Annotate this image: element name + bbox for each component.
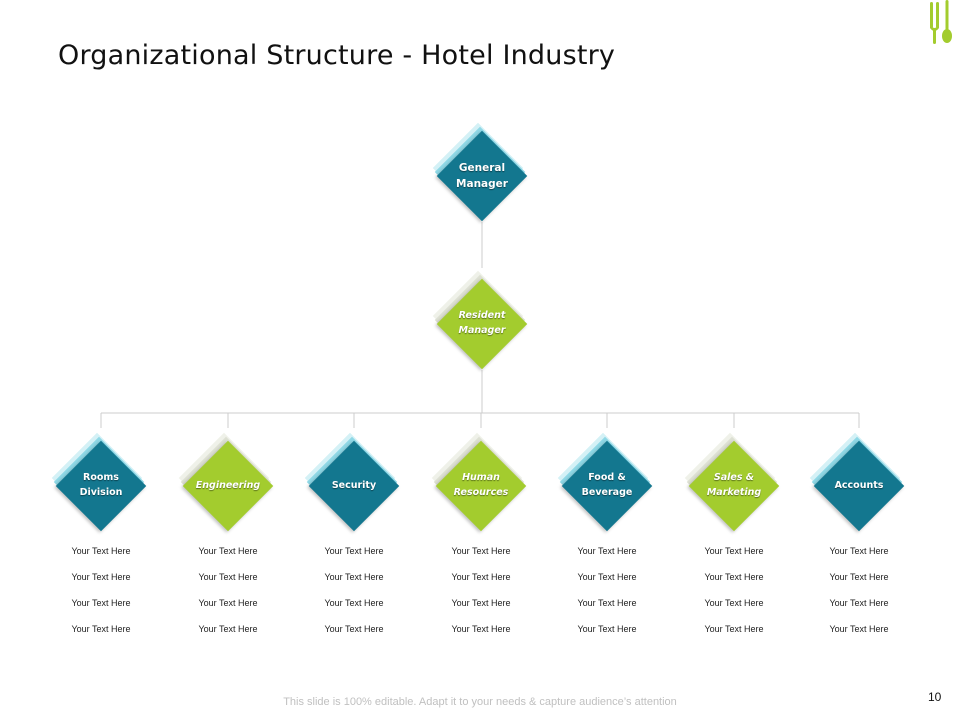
list-item: Your Text Here xyxy=(829,546,889,556)
department-items-accounts: Your Text Here Your Text Here Your Text … xyxy=(804,544,914,648)
department-items-food-beverage: Your Text Here Your Text Here Your Text … xyxy=(552,544,662,648)
department-items-human-resources: Your Text Here Your Text Here Your Text … xyxy=(426,544,536,648)
resident-manager-label: Resident Manager xyxy=(458,310,506,336)
list-item: Your Text Here xyxy=(198,598,258,608)
list-item: Your Text Here xyxy=(71,598,131,608)
list-item: Your Text Here xyxy=(704,546,764,556)
list-item: Your Text Here xyxy=(451,572,511,582)
department-label: Accounts xyxy=(834,479,884,491)
department-node-human-resources: Human Resources xyxy=(431,432,527,532)
department-label: Sales & Marketing xyxy=(706,472,762,498)
general-manager-label: General Manager xyxy=(456,161,508,190)
general-manager-node: General Manager xyxy=(432,122,528,222)
list-item: Your Text Here xyxy=(829,572,889,582)
department-node-sales-marketing: Sales & Marketing xyxy=(684,432,780,532)
department-items-rooms-division: Your Text Here Your Text Here Your Text … xyxy=(46,544,156,648)
list-item: Your Text Here xyxy=(324,624,384,634)
list-item: Your Text Here xyxy=(71,546,131,556)
list-item: Your Text Here xyxy=(451,546,511,556)
list-item: Your Text Here xyxy=(577,546,637,556)
list-item: Your Text Here xyxy=(577,572,637,582)
department-label: Rooms Division xyxy=(79,472,123,498)
department-items-sales-marketing: Your Text Here Your Text Here Your Text … xyxy=(679,544,789,648)
list-item: Your Text Here xyxy=(324,546,384,556)
department-node-security: Security xyxy=(304,432,400,532)
list-item: Your Text Here xyxy=(577,598,637,608)
department-label: Food & Beverage xyxy=(581,472,633,498)
list-item: Your Text Here xyxy=(324,572,384,582)
department-items-security: Your Text Here Your Text Here Your Text … xyxy=(299,544,409,648)
department-node-engineering: Engineering xyxy=(178,432,274,532)
department-node-food-beverage: Food & Beverage xyxy=(557,432,653,532)
department-label: Human Resources xyxy=(453,472,509,498)
list-item: Your Text Here xyxy=(829,624,889,634)
list-item: Your Text Here xyxy=(71,624,131,634)
footer-note: This slide is 100% editable. Adapt it to… xyxy=(283,696,677,708)
cutlery-logo-icon xyxy=(930,0,952,44)
list-item: Your Text Here xyxy=(198,624,258,634)
list-item: Your Text Here xyxy=(829,598,889,608)
department-items-engineering: Your Text Here Your Text Here Your Text … xyxy=(173,544,283,648)
page-number: 10 xyxy=(928,690,942,704)
list-item: Your Text Here xyxy=(451,598,511,608)
list-item: Your Text Here xyxy=(324,598,384,608)
list-item: Your Text Here xyxy=(704,624,764,634)
department-node-accounts: Accounts xyxy=(809,432,905,532)
department-label: Engineering xyxy=(195,479,261,491)
list-item: Your Text Here xyxy=(71,572,131,582)
slide-title: Organizational Structure - Hotel Industr… xyxy=(58,40,616,71)
list-item: Your Text Here xyxy=(704,572,764,582)
list-item: Your Text Here xyxy=(451,624,511,634)
resident-manager-node: Resident Manager xyxy=(432,270,528,370)
list-item: Your Text Here xyxy=(577,624,637,634)
list-item: Your Text Here xyxy=(704,598,764,608)
department-label: Security xyxy=(331,479,377,491)
department-node-rooms-division: Rooms Division xyxy=(51,432,147,532)
list-item: Your Text Here xyxy=(198,572,258,582)
list-item: Your Text Here xyxy=(198,546,258,556)
